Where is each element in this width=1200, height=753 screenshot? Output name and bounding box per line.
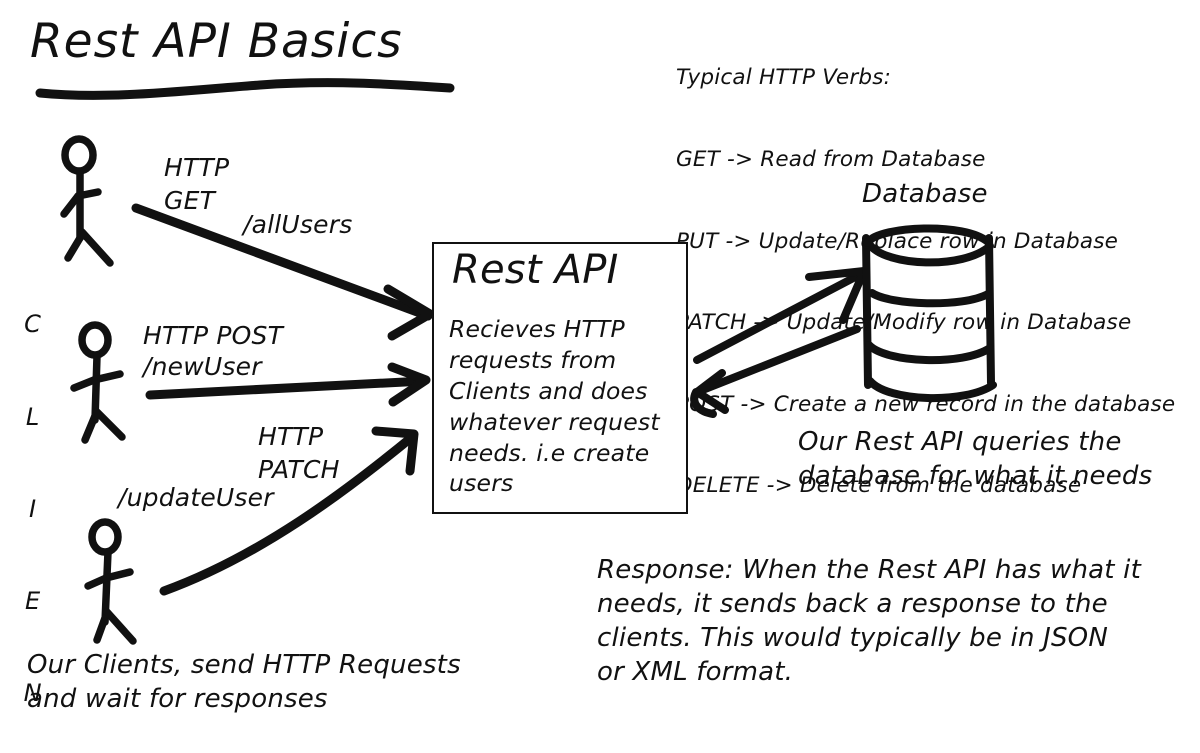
verb-patch: PATCH -> Update/Modify row in Database xyxy=(676,310,1132,336)
clients-letter: I xyxy=(29,494,37,523)
verb-post: POST -> Create a new record in the datab… xyxy=(676,391,1176,417)
database-label: Database xyxy=(862,179,988,209)
clients-letter: E xyxy=(24,586,41,615)
label-path-allusers: /allUsers xyxy=(243,210,353,239)
http-verbs-legend: Typical HTTP Verbs: GET -> Read from Dat… xyxy=(676,10,1175,554)
page-title: Rest API Basics xyxy=(30,14,403,69)
client-figure-3 xyxy=(84,518,137,645)
response-note: Response: When the Rest API has what it … xyxy=(597,555,1141,688)
label-http-get: HTTP GET xyxy=(164,153,230,215)
rest-api-box xyxy=(432,242,688,514)
clients-letter: N xyxy=(23,679,42,708)
clients-note: Our Clients, send HTTP Requests and wait… xyxy=(27,650,461,715)
label-http-post: HTTP POST xyxy=(143,321,284,350)
verbs-heading: Typical HTTP Verbs: xyxy=(676,65,892,91)
client-figure-2 xyxy=(70,321,126,444)
database-query-note: Our Rest API queries the database for wh… xyxy=(798,427,1153,492)
verb-put: PUT -> Update/Replace row in Database xyxy=(676,228,1119,254)
rest-api-box-description: Recieves HTTP requests from Clients and … xyxy=(449,315,660,498)
verb-get: GET -> Read from Database xyxy=(676,146,986,172)
label-path-updateuser: /updateUser xyxy=(118,483,274,512)
client-figure-1 xyxy=(60,135,114,267)
clients-vertical-label: C L I E N T S xyxy=(17,248,48,753)
rest-api-box-title: Rest API xyxy=(452,247,619,293)
title-underline xyxy=(35,78,455,100)
clients-letter: L xyxy=(25,402,40,431)
clients-letter: C xyxy=(24,310,42,339)
label-path-newuser: /newUser xyxy=(143,352,262,381)
verb-delete: DELETE -> Delete from the database xyxy=(676,473,1082,499)
label-http-patch: HTTP PATCH xyxy=(258,422,340,484)
